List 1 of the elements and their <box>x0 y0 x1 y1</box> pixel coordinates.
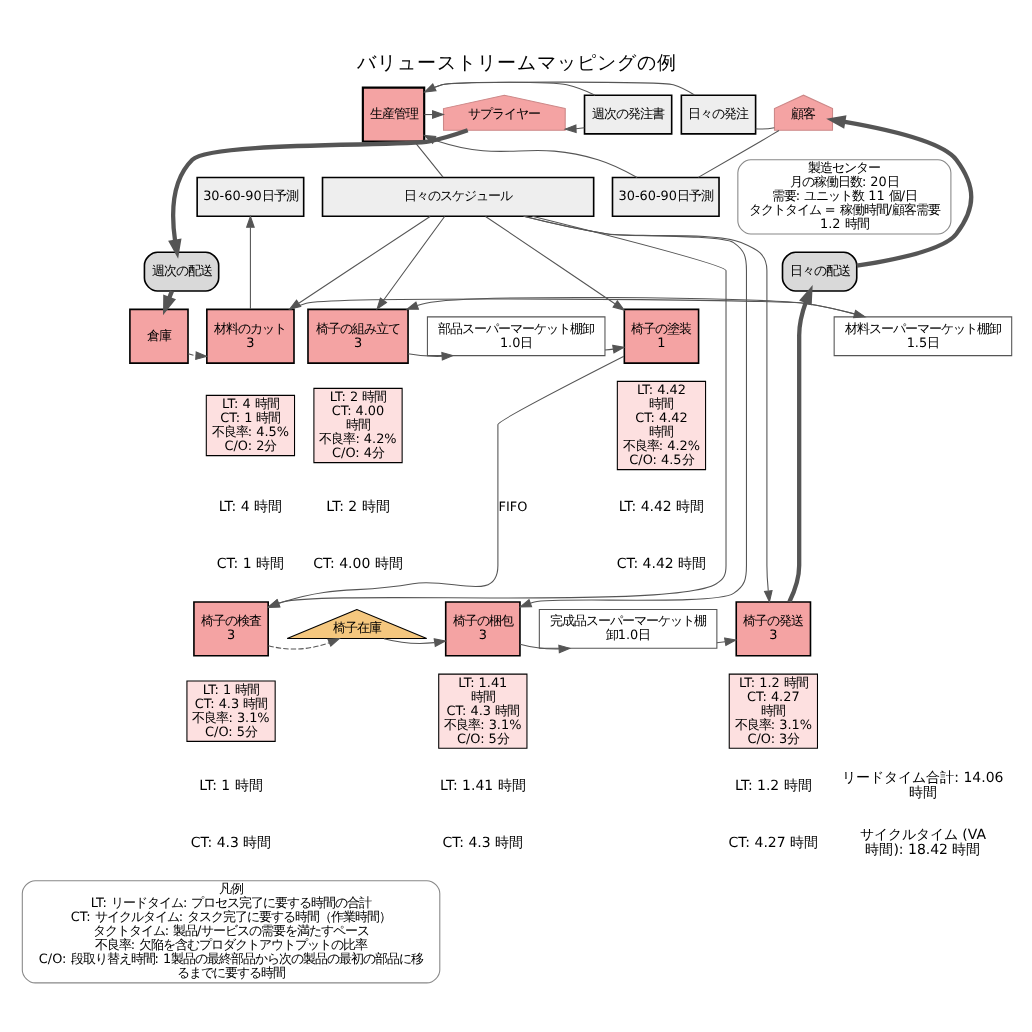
diagram-title: バリューストリームマッピングの例 <box>356 52 676 75</box>
